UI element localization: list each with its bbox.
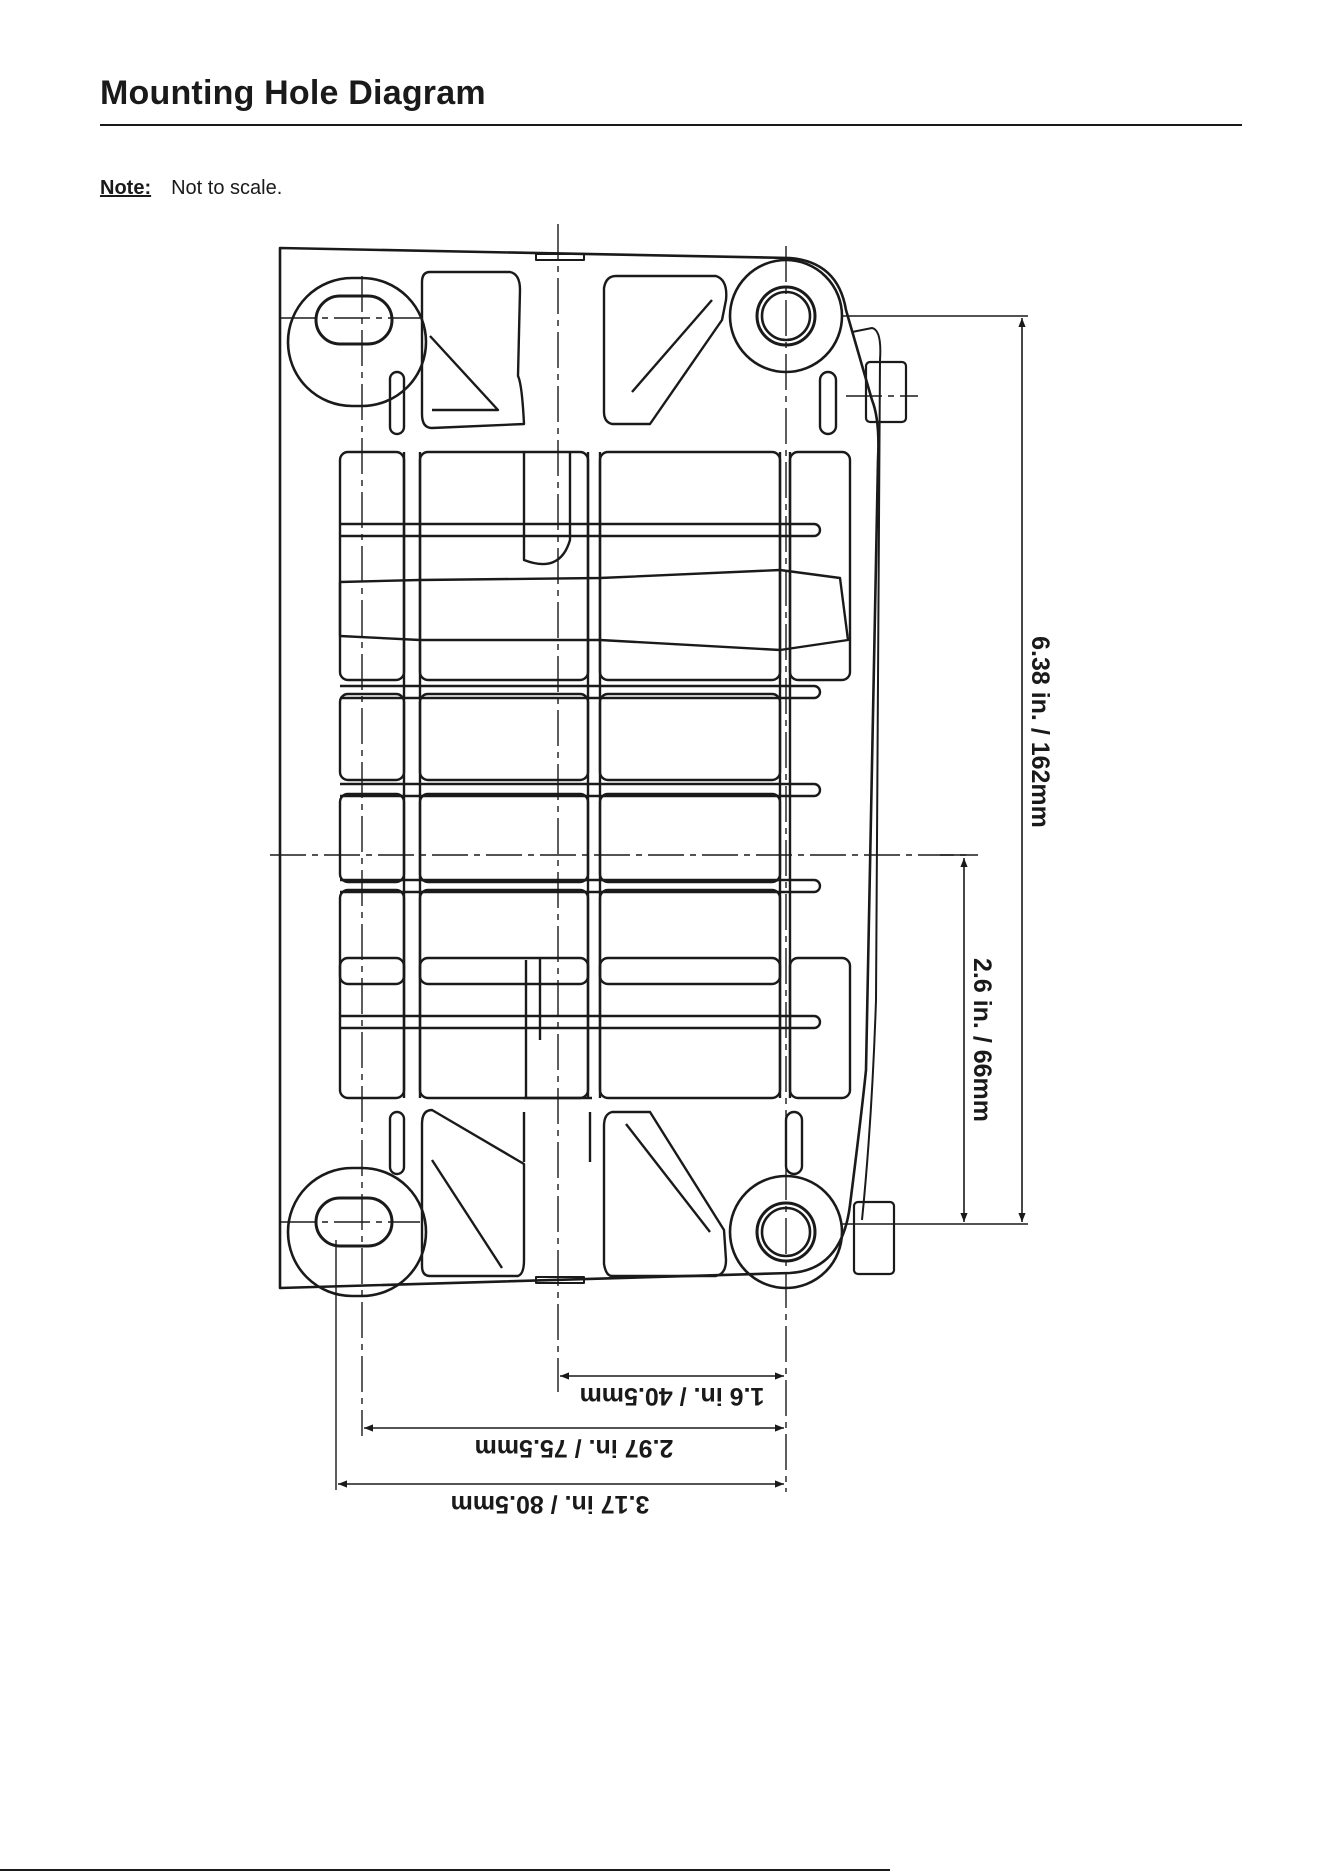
footer-divider bbox=[0, 1869, 890, 1871]
internal-ribs bbox=[340, 272, 850, 1276]
dimension-slot-center-to-right-hole: 2.97 in. / 75.5mm bbox=[475, 1434, 674, 1462]
dimension-center-to-bottom: 2.6 in. / 66mm bbox=[968, 958, 996, 1122]
dimension-arrows bbox=[338, 318, 1022, 1484]
dimension-slot-edge-to-right-hole: 3.17 in. / 80.5mm bbox=[451, 1490, 650, 1518]
mounting-hole-top-left bbox=[288, 278, 426, 406]
extension-lines bbox=[336, 316, 1028, 1490]
dimension-center-to-right-hole: 1.6 in. / 40.5mm bbox=[580, 1382, 765, 1410]
dimension-overall-height: 6.38 in. / 162mm bbox=[1026, 636, 1054, 828]
mounting-hole-bottom-left bbox=[288, 1168, 426, 1296]
